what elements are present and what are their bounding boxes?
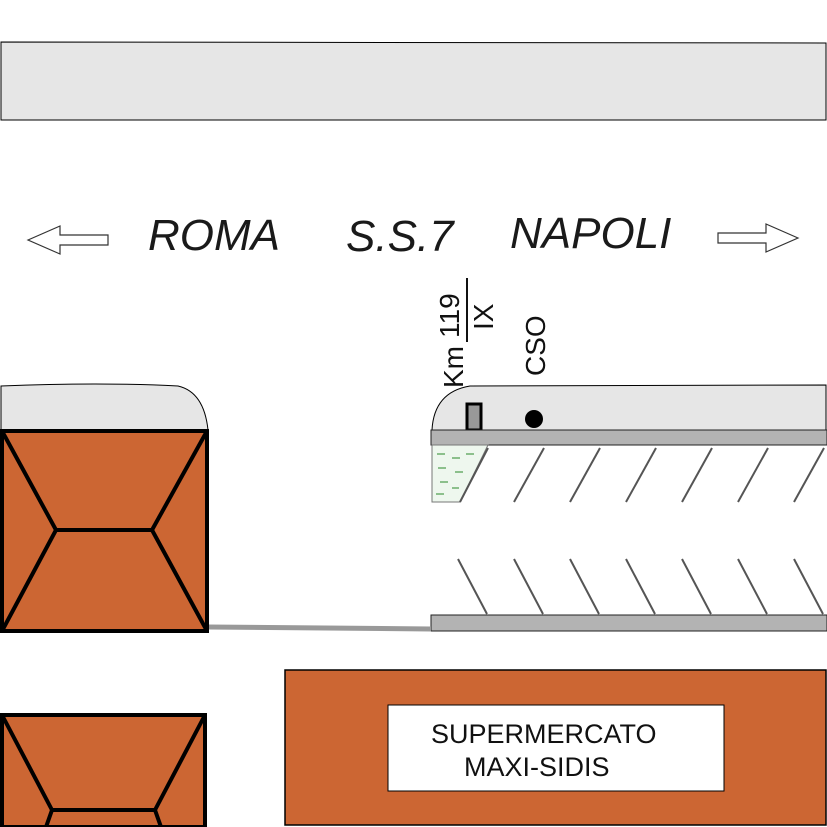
right-destination-label: NAPOLI: [510, 209, 671, 258]
upper-parking-stripes: [459, 447, 825, 503]
parking-stripe: [793, 447, 825, 503]
upper-curb: [430, 429, 827, 446]
parking-stripe: [459, 447, 489, 503]
supermarket-sign: [387, 704, 725, 792]
parking-stripe: [513, 558, 544, 615]
route-label: S.S.7: [346, 212, 455, 261]
parking-stripe: [625, 558, 656, 615]
left-destination-label: ROMA: [148, 211, 280, 260]
arrow-left-icon: [26, 225, 109, 255]
parking-stripe: [681, 447, 713, 503]
kilometer-prefix: Km: [438, 346, 469, 388]
parking-stripe: [513, 447, 545, 503]
cso-label: CSO: [520, 315, 551, 376]
kilometer-denominator: IX: [468, 303, 499, 330]
supermarket-sign-line1: SUPERMERCATO: [431, 719, 657, 749]
parking-stripe: [569, 558, 600, 615]
cso-point-marker: [525, 410, 543, 428]
parking-stripe: [569, 447, 601, 503]
arrow-right-icon: [717, 223, 800, 253]
bottom-left-building: [0, 713, 207, 827]
parking-stripe: [737, 447, 769, 503]
left-building: [0, 429, 209, 633]
kilometer-marker-label: Km 119 IX: [434, 278, 499, 388]
supermarket-sign-line2: MAXI-SIDIS: [464, 752, 610, 782]
top-sidewalk: [0, 41, 827, 121]
parking-stripe: [457, 558, 488, 615]
km-post-marker: [465, 402, 483, 432]
kilometer-numerator: 119: [434, 293, 465, 338]
parking-stripe: [737, 558, 768, 615]
parking-stripe: [681, 558, 712, 615]
lower-curb: [430, 614, 827, 632]
parking-stripe: [625, 447, 657, 503]
green-patch-hatch: [436, 453, 474, 495]
right-sidewalk: [431, 384, 827, 431]
left-sidewalk: [0, 383, 209, 431]
road-edge-line: [207, 624, 432, 632]
lower-parking-stripes: [457, 558, 824, 615]
parking-stripe: [793, 558, 824, 615]
